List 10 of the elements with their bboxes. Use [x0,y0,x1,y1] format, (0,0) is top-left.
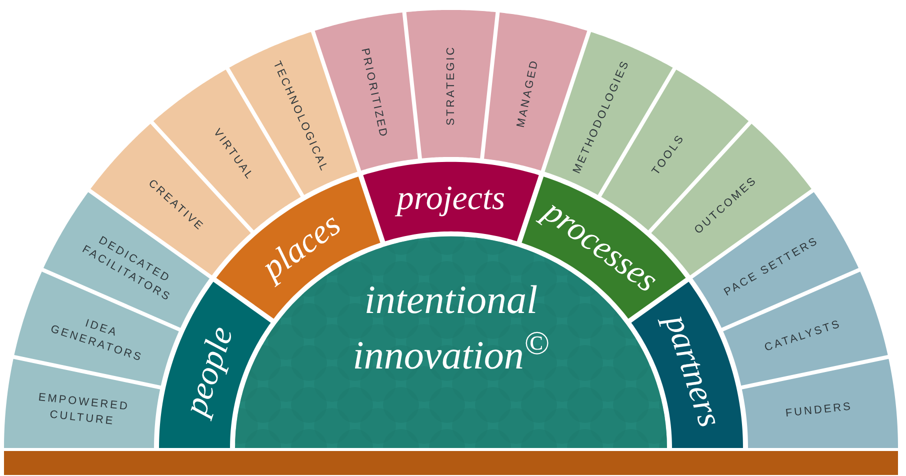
category-label: people [178,322,241,420]
segment-label: EMPOWERED CULTURE [36,390,131,430]
segment-label: STRATEGIC [444,45,458,126]
ring-segment [4,358,160,448]
ring-segment [742,358,898,448]
base-bar [4,451,898,475]
segment-label: FUNDERS [784,400,854,422]
category-label: projects [396,181,506,218]
hub-title: intentional innovation$^{©}$ [352,278,550,378]
ring-segment [406,10,496,158]
